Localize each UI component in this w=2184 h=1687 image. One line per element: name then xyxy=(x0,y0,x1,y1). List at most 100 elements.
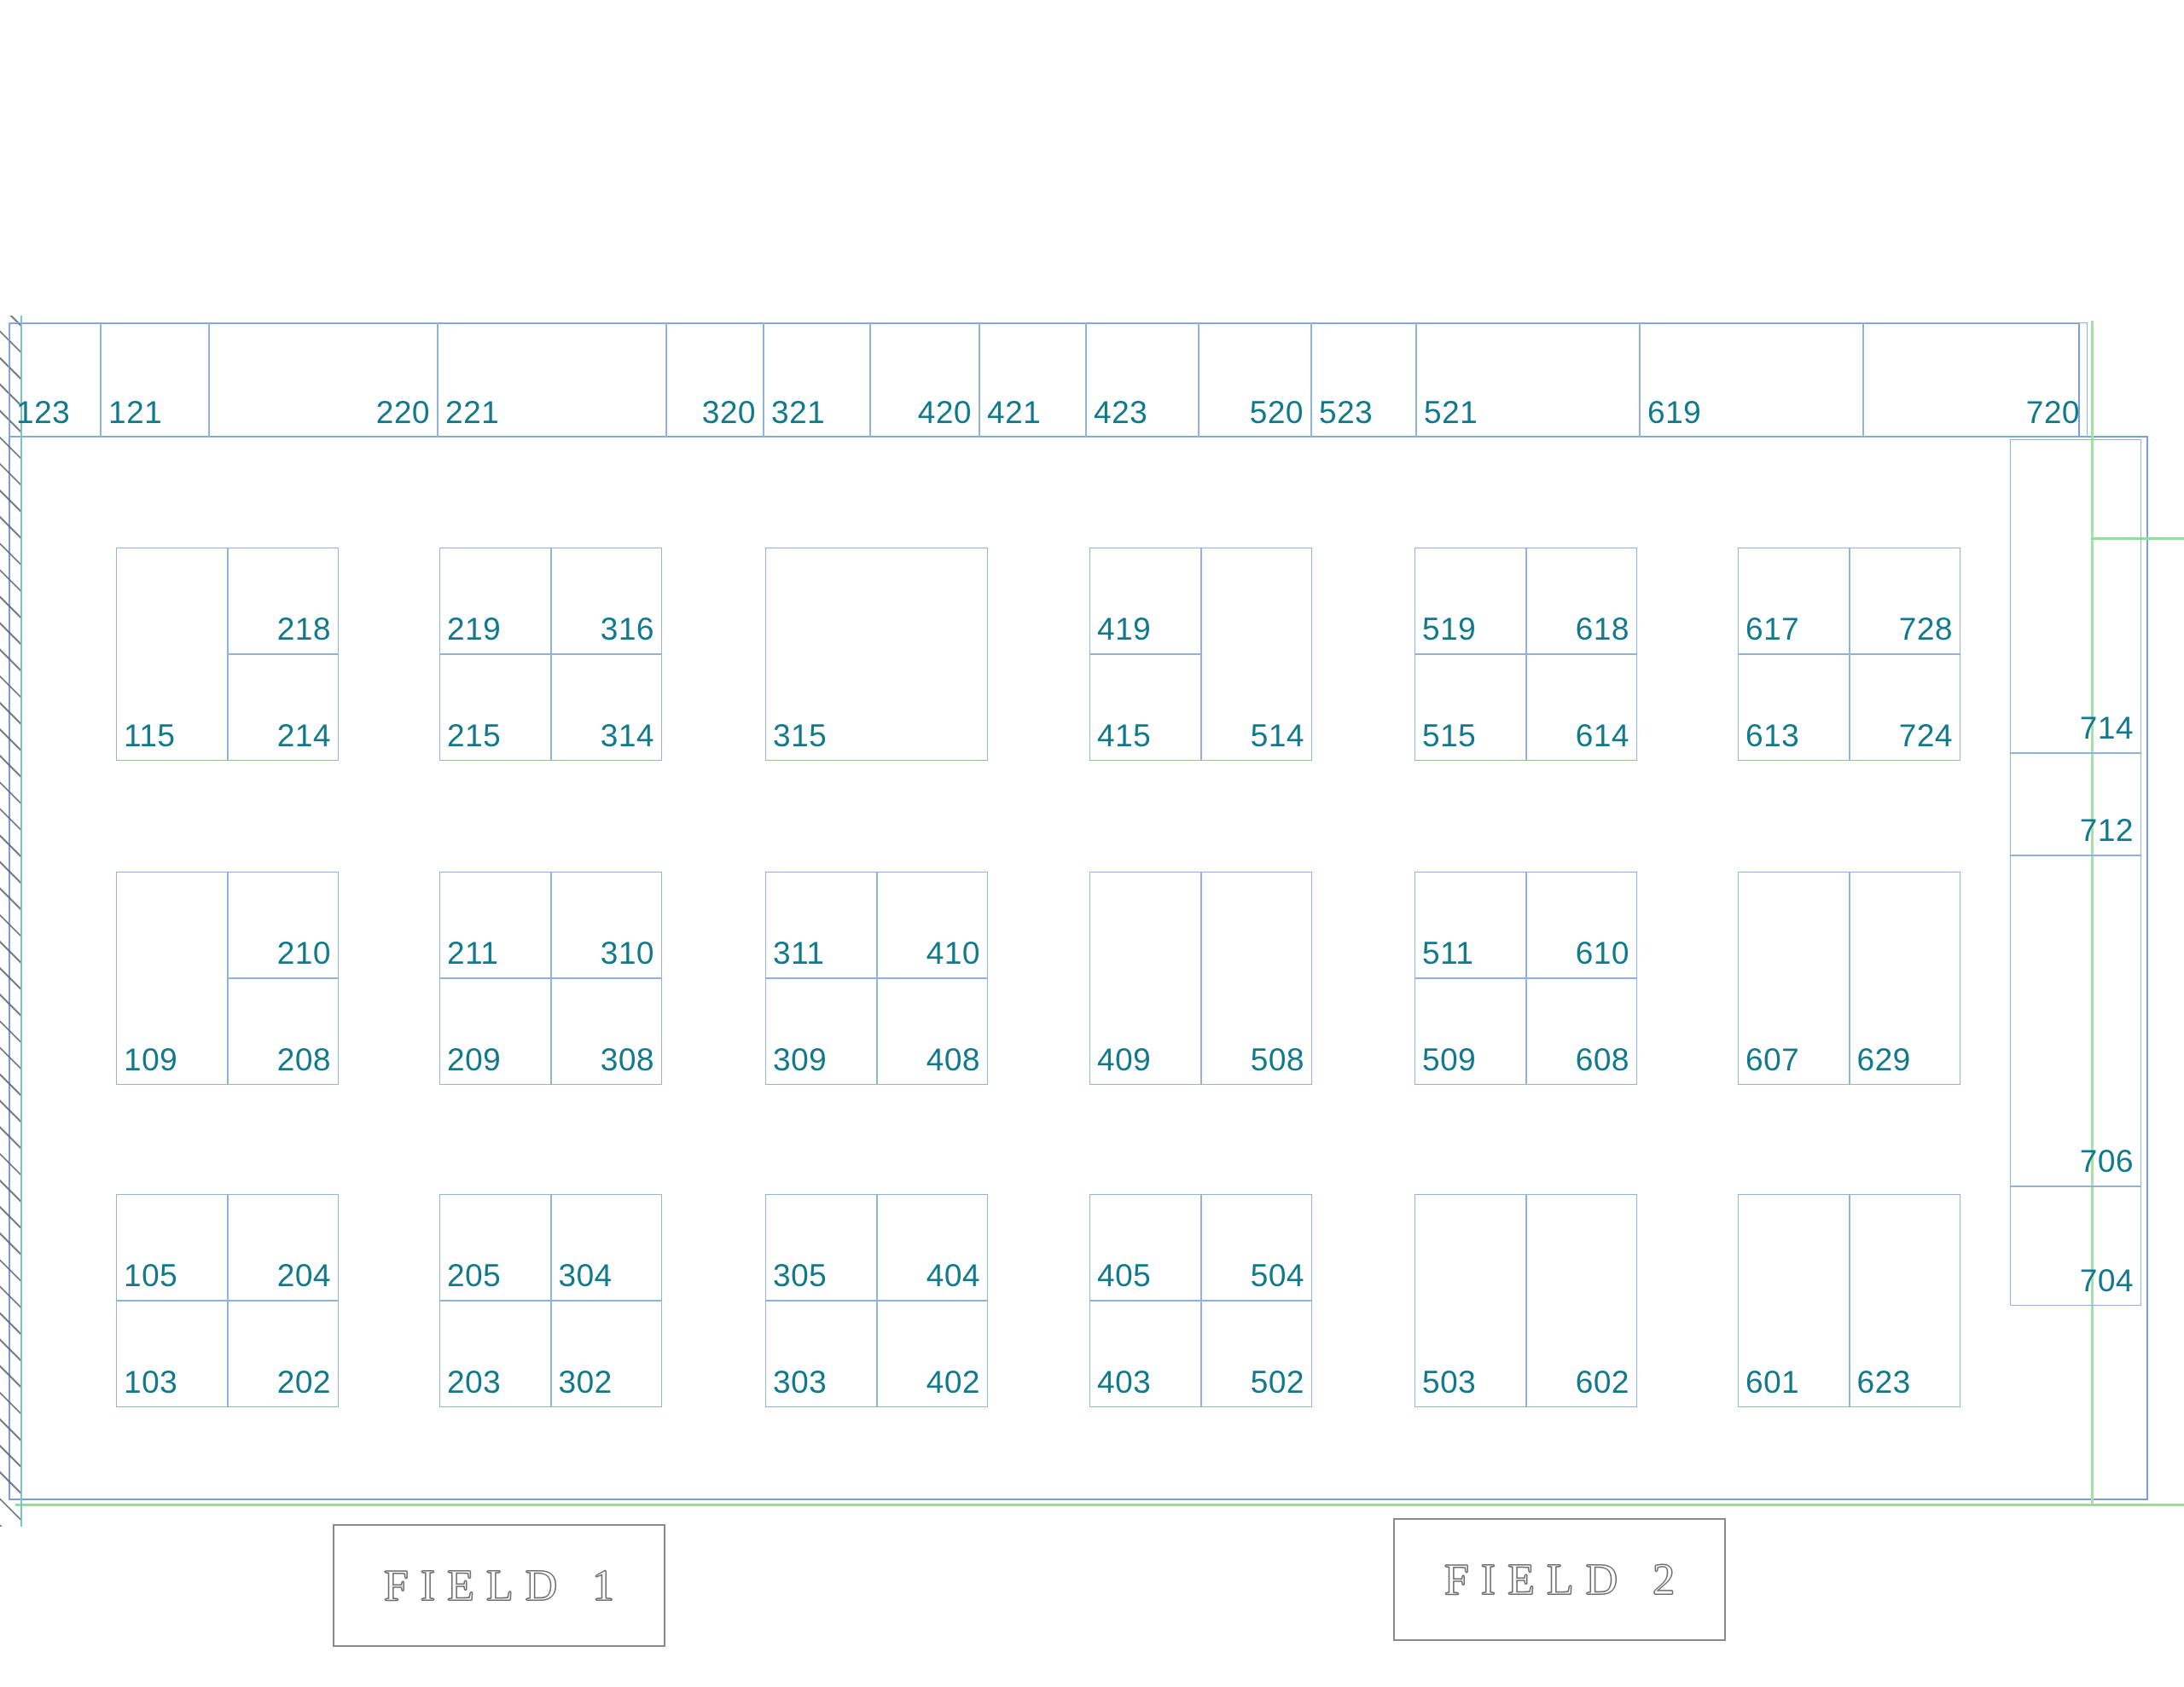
green-reference-line-horizontal-right xyxy=(2091,537,2184,540)
booth-cell-617[interactable]: 617 xyxy=(1738,548,1850,654)
booth-cell-503[interactable]: 503 xyxy=(1414,1194,1526,1407)
booth-cell-215[interactable]: 215 xyxy=(439,654,551,761)
booth-cell-219[interactable]: 219 xyxy=(439,548,551,654)
booth-cell-504[interactable]: 504 xyxy=(1200,1194,1312,1301)
booth-cell-629[interactable]: 629 xyxy=(1849,872,1960,1085)
booth-cell-109[interactable]: 109 xyxy=(116,872,228,1085)
booth-cell-623[interactable]: 623 xyxy=(1849,1194,1960,1407)
booth-cell-515[interactable]: 515 xyxy=(1414,654,1526,761)
booth-cell-316[interactable]: 316 xyxy=(550,548,662,654)
booth-cell-610[interactable]: 610 xyxy=(1525,872,1637,978)
booth-cell-121[interactable]: 121 xyxy=(101,322,209,438)
booth-cell-304[interactable]: 304 xyxy=(550,1194,662,1301)
booth-cell-704[interactable]: 704 xyxy=(2010,1186,2141,1306)
booth-label: 408 xyxy=(926,1042,980,1077)
booth-label: 614 xyxy=(1575,718,1629,753)
booth-cell-205[interactable]: 205 xyxy=(439,1194,551,1301)
booth-cell-602[interactable]: 602 xyxy=(1525,1194,1637,1407)
booth-cell-208[interactable]: 208 xyxy=(227,978,339,1085)
booth-label: 728 xyxy=(1898,612,1953,646)
booth-cell-619[interactable]: 619 xyxy=(1640,322,1863,438)
booth-cell-618[interactable]: 618 xyxy=(1525,548,1637,654)
booth-label: 521 xyxy=(1424,395,1478,430)
booth-cell-402[interactable]: 402 xyxy=(876,1301,988,1407)
booth-cell-607[interactable]: 607 xyxy=(1738,872,1850,1085)
booth-label: 311 xyxy=(773,936,825,971)
booth-label: 523 xyxy=(1319,395,1374,430)
booth-cell-720[interactable]: 720 xyxy=(1863,322,2088,438)
booth-cell-410[interactable]: 410 xyxy=(876,872,988,978)
booth-cell-613[interactable]: 613 xyxy=(1738,654,1850,761)
booth-cell-508[interactable]: 508 xyxy=(1200,872,1312,1085)
booth-cell-521[interactable]: 521 xyxy=(1416,322,1640,438)
booth-cell-203[interactable]: 203 xyxy=(439,1301,551,1407)
booth-cell-105[interactable]: 105 xyxy=(116,1194,228,1301)
booth-cell-202[interactable]: 202 xyxy=(227,1301,339,1407)
booth-cell-419[interactable]: 419 xyxy=(1089,548,1201,654)
booth-cell-509[interactable]: 509 xyxy=(1414,978,1526,1085)
booth-cell-204[interactable]: 204 xyxy=(227,1194,339,1301)
booth-cell-103[interactable]: 103 xyxy=(116,1301,228,1407)
booth-cell-714[interactable]: 714 xyxy=(2010,439,2141,753)
booth-cell-308[interactable]: 308 xyxy=(550,978,662,1085)
booth-cell-209[interactable]: 209 xyxy=(439,978,551,1085)
booth-cell-403[interactable]: 403 xyxy=(1089,1301,1201,1407)
booth-cell-221[interactable]: 221 xyxy=(438,322,666,438)
booth-cell-123[interactable]: 123 xyxy=(9,322,101,438)
booth-cell-303[interactable]: 303 xyxy=(765,1301,877,1407)
booth-cell-601[interactable]: 601 xyxy=(1738,1194,1850,1407)
booth-cell-420[interactable]: 420 xyxy=(870,322,979,438)
booth-label: 515 xyxy=(1422,718,1477,753)
booth-cell-311[interactable]: 311 xyxy=(765,872,877,978)
booth-cell-314[interactable]: 314 xyxy=(550,654,662,761)
booth-cell-210[interactable]: 210 xyxy=(227,872,339,978)
booth-label: 103 xyxy=(124,1365,178,1400)
booth-cell-520[interactable]: 520 xyxy=(1199,322,1311,438)
booth-cell-409[interactable]: 409 xyxy=(1089,872,1201,1085)
booth-cell-305[interactable]: 305 xyxy=(765,1194,877,1301)
booth-cell-423[interactable]: 423 xyxy=(1086,322,1199,438)
booth-label: 724 xyxy=(1898,718,1953,753)
booth-cell-211[interactable]: 211 xyxy=(439,872,551,978)
booth-label: 419 xyxy=(1097,612,1152,646)
booth-cell-220[interactable]: 220 xyxy=(209,322,438,438)
booth-label: 210 xyxy=(276,936,331,971)
booth-cell-706[interactable]: 706 xyxy=(2010,855,2141,1186)
booth-cell-523[interactable]: 523 xyxy=(1311,322,1416,438)
booth-cell-218[interactable]: 218 xyxy=(227,548,339,654)
booth-label: 420 xyxy=(917,395,972,430)
booth-cell-614[interactable]: 614 xyxy=(1525,654,1637,761)
booth-cell-320[interactable]: 320 xyxy=(666,322,764,438)
booth-cell-404[interactable]: 404 xyxy=(876,1194,988,1301)
booth-cell-421[interactable]: 421 xyxy=(979,322,1086,438)
booth-cell-724[interactable]: 724 xyxy=(1849,654,1960,761)
booth-cell-415[interactable]: 415 xyxy=(1089,654,1201,761)
booth-cell-405[interactable]: 405 xyxy=(1089,1194,1201,1301)
booth-cell-728[interactable]: 728 xyxy=(1849,548,1960,654)
booth-label: 720 xyxy=(2025,395,2080,430)
booth-cell-608[interactable]: 608 xyxy=(1525,978,1637,1085)
booth-label: 423 xyxy=(1094,395,1148,430)
booth-cell-511[interactable]: 511 xyxy=(1414,872,1526,978)
booth-label: 123 xyxy=(16,395,71,430)
booth-cell-315[interactable]: 315 xyxy=(765,548,988,761)
booth-cell-408[interactable]: 408 xyxy=(876,978,988,1085)
booth-label: 208 xyxy=(276,1042,331,1077)
booth-label: 618 xyxy=(1575,612,1629,646)
booth-label: 205 xyxy=(447,1258,502,1293)
booth-label: 511 xyxy=(1422,936,1474,971)
booth-cell-502[interactable]: 502 xyxy=(1200,1301,1312,1407)
booth-label: 415 xyxy=(1097,718,1152,753)
booth-cell-712[interactable]: 712 xyxy=(2010,753,2141,855)
booth-cell-309[interactable]: 309 xyxy=(765,978,877,1085)
booth-cell-310[interactable]: 310 xyxy=(550,872,662,978)
booth-cell-214[interactable]: 214 xyxy=(227,654,339,761)
booth-cell-115[interactable]: 115 xyxy=(116,548,228,761)
booth-cell-519[interactable]: 519 xyxy=(1414,548,1526,654)
booth-cell-321[interactable]: 321 xyxy=(764,322,870,438)
booth-cell-302[interactable]: 302 xyxy=(550,1301,662,1407)
booth-cell-514[interactable]: 514 xyxy=(1200,548,1312,761)
booth-label: 519 xyxy=(1422,612,1477,646)
booth-label: 302 xyxy=(558,1365,613,1400)
